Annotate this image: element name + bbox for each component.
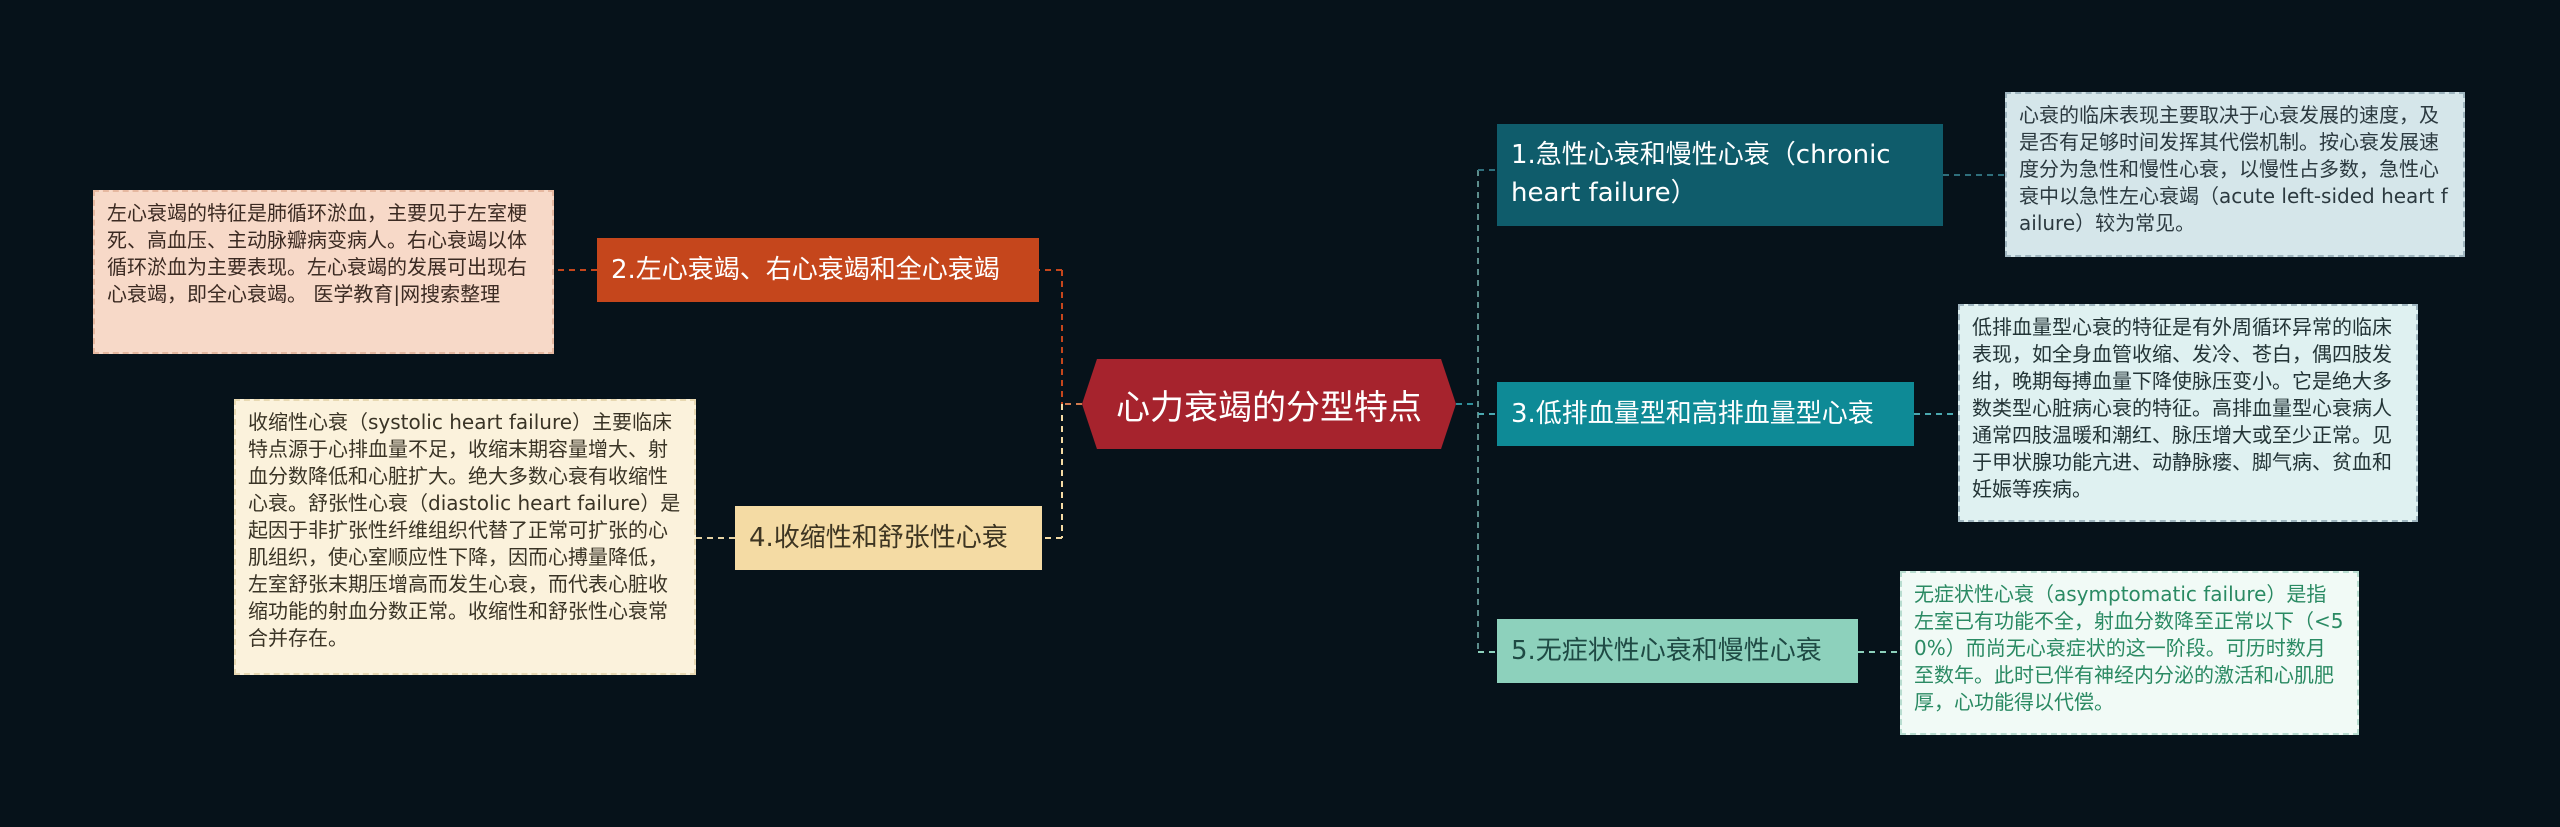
branch-asymptomatic-chronic[interactable]: 5.无症状性心衰和慢性心衰 (1497, 619, 1858, 683)
branch-systolic-diastolic[interactable]: 4.收缩性和舒张性心衰 (735, 506, 1042, 570)
leaf-left-right-detail[interactable]: 左心衰竭的特征是肺循环淤血，主要见于左室梗死、高血压、主动脉瓣病变病人。右心衰竭… (93, 190, 554, 354)
leaf-acute-chronic-text: 心衰的临床表现主要取决于心衰发展的速度，及是否有足够时间发挥其代偿机制。按心衰发… (2019, 103, 2448, 235)
branch-left-right-label: 2.左心衰竭、右心衰竭和全心衰竭 (611, 255, 1000, 285)
leaf-asymptomatic-detail[interactable]: 无症状性心衰（asymptomatic failure）是指左室已有功能不全，射… (1900, 571, 2359, 735)
leaf-asymptomatic-text: 无症状性心衰（asymptomatic failure）是指左室已有功能不全，射… (1914, 582, 2344, 714)
leaf-low-high-output-detail[interactable]: 低排血量型心衰的特征是有外周循环异常的临床表现，如全身血管收缩、发冷、苍白，偶四… (1958, 304, 2418, 522)
leaf-systolic-diastolic-text: 收缩性心衰（systolic heart failure）主要临床特点源于心排血… (248, 410, 681, 650)
branch-low-high-output-label: 3.低排血量型和高排血量型心衰 (1511, 399, 1874, 429)
leaf-left-right-text: 左心衰竭的特征是肺循环淤血，主要见于左室梗死、高血压、主动脉瓣病变病人。右心衰竭… (107, 201, 527, 306)
branch-systolic-diastolic-label: 4.收缩性和舒张性心衰 (749, 523, 1008, 553)
branch-acute-chronic[interactable]: 1.急性心衰和慢性心衰（chronic heart failure） (1497, 124, 1943, 226)
branch-low-high-output[interactable]: 3.低排血量型和高排血量型心衰 (1497, 382, 1914, 446)
central-topic-label: 心力衰竭的分型特点 (1116, 387, 1422, 428)
leaf-low-high-output-text: 低排血量型心衰的特征是有外周循环异常的临床表现，如全身血管收缩、发冷、苍白，偶四… (1972, 315, 2392, 501)
branch-left-right-heart-failure[interactable]: 2.左心衰竭、右心衰竭和全心衰竭 (597, 238, 1039, 302)
leaf-systolic-diastolic-detail[interactable]: 收缩性心衰（systolic heart failure）主要临床特点源于心排血… (234, 399, 696, 675)
central-topic[interactable]: 心力衰竭的分型特点 (1082, 359, 1456, 449)
branch-asymptomatic-label: 5.无症状性心衰和慢性心衰 (1511, 636, 1822, 666)
leaf-acute-chronic-detail[interactable]: 心衰的临床表现主要取决于心衰发展的速度，及是否有足够时间发挥其代偿机制。按心衰发… (2005, 92, 2465, 257)
branch-acute-chronic-label: 1.急性心衰和慢性心衰（chronic heart failure） (1511, 140, 1891, 208)
